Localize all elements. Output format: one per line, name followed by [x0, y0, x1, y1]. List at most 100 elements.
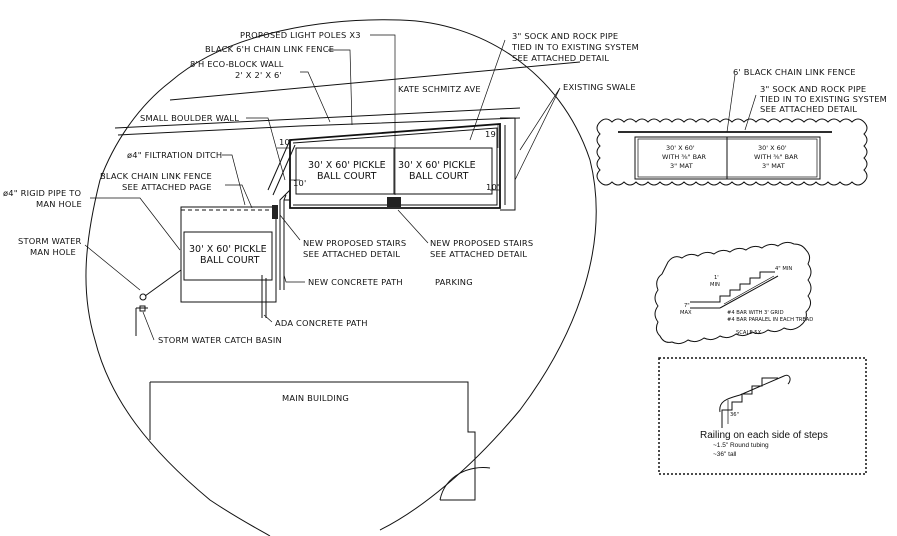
dim-10-top: 10' — [279, 137, 292, 147]
court-c-line-1: 30' X 60' PICKLE — [189, 244, 267, 255]
leader-storm-mh — [84, 244, 141, 291]
detail-fence-cloud — [596, 118, 868, 186]
label-stairs-left-1: NEW PROPOSED STAIRS — [303, 238, 406, 248]
label-light-poles: PROPOSED LIGHT POLES X3 — [240, 30, 361, 40]
label-sock-rock-1: 3" SOCK AND ROCK PIPE — [512, 31, 618, 41]
dim-10-left: 10' — [293, 178, 306, 188]
leader-concrete-path — [283, 274, 305, 283]
label-parking: PARKING — [435, 277, 473, 287]
detail-railing-frame — [658, 357, 867, 475]
detail-leader-sock — [744, 94, 757, 131]
detail-railing-rail — [719, 374, 791, 413]
court-c-outline — [180, 206, 277, 303]
detail-stairs-cloud — [654, 241, 812, 345]
detail-slab-1-c: 3" MAT — [670, 162, 693, 170]
detail-max-7-b: MAX — [680, 310, 692, 316]
detail-slab-1-a: 30' X 60' — [666, 144, 695, 152]
existing-swale-shape — [500, 117, 516, 211]
street-line-upper — [169, 61, 581, 101]
label-chain-fence-1: BLACK CHAIN LINK FENCE — [100, 171, 212, 181]
court-b-line-1: 30' X 60' PICKLE — [398, 160, 476, 171]
stairs-right-marker — [387, 197, 401, 207]
label-stairs-right-1: NEW PROPOSED STAIRS — [430, 238, 533, 248]
dim-10-right: 10' — [486, 182, 499, 192]
label-eco-block-1: 8'H ECO-BLOCK WALL — [190, 59, 284, 69]
label-sock-rock-3: SEE ATTACHED DETAIL — [512, 53, 609, 63]
detail-stairs-slab — [690, 275, 779, 309]
label-eco-block-2: 2' X 2' X 6' — [235, 70, 282, 80]
label-storm-manhole-1: STORM WATER — [18, 236, 82, 246]
small-boulder-wall — [117, 117, 521, 136]
leader-black-fence — [328, 49, 353, 126]
rigid-pipe-line — [144, 269, 182, 297]
court-a-line-1: 30' X 60' PICKLE — [308, 160, 386, 171]
label-rigid-pipe-2: MAN HOLE — [36, 199, 82, 209]
label-small-boulder-wall: SMALL BOULDER WALL — [140, 113, 239, 123]
storm-manhole-symbol — [139, 293, 147, 301]
detail-railing-note-1: ~1.5" Round tubing — [713, 442, 769, 449]
detail-railing-title: Railing on each side of steps — [700, 430, 828, 441]
detail-min-1-a: 1' — [714, 275, 719, 281]
court-c — [183, 231, 273, 281]
leader-chain-fence — [225, 184, 253, 209]
leader-eco-block — [300, 71, 331, 123]
detail-railing-steps — [721, 377, 778, 428]
detail-slab-2-b: WITH ⅜" BAR — [754, 153, 799, 161]
label-sock-rock-2: TIED IN TO EXISTING SYSTEM — [511, 42, 639, 52]
detail-stairs-rebar — [723, 275, 775, 305]
leader-rigid-pipe — [90, 197, 181, 251]
label-existing-swale: EXISTING SWALE — [563, 82, 636, 92]
detail-slab-2-c: 3" MAT — [762, 162, 785, 170]
label-ada-path: ADA CONCRETE PATH — [275, 318, 368, 328]
leader-swale — [514, 87, 561, 181]
label-filtration-ditch: ø4" FILTRATION DITCH — [127, 150, 222, 160]
leader-boulder — [246, 117, 286, 181]
detail-railing-height: 36" — [730, 412, 739, 418]
label-black-fence-6h: BLACK 6'H CHAIN LINK FENCE — [205, 44, 334, 54]
stairs-left-marker — [272, 205, 278, 219]
leader-catch-basin — [142, 311, 155, 341]
detail-min-1-b: MIN — [710, 282, 720, 288]
label-rigid-pipe-1: ø4" RIGID PIPE TO — [3, 188, 82, 198]
catch-basin-line — [135, 307, 148, 336]
detail-max-7-a: 7" — [684, 303, 690, 309]
detail-sock-2: TIED IN TO EXISTING SYSTEM — [759, 94, 887, 104]
leader-sock-rock — [469, 39, 506, 141]
leader-stairs-left — [279, 214, 301, 241]
leader-ditch — [222, 154, 246, 206]
plan-boundary-circle — [85, 19, 597, 536]
detail-slab-2-a: 30' X 60' — [758, 144, 787, 152]
walkway — [279, 189, 291, 290]
court-area-outline — [289, 123, 501, 209]
label-chain-fence-2: SEE ATTACHED PAGE — [122, 182, 212, 192]
court-b-line-2: BALL COURT — [409, 171, 469, 182]
label-concrete-path: NEW CONCRETE PATH — [308, 277, 403, 287]
detail-sock-1: 3" SOCK AND ROCK PIPE — [760, 84, 866, 94]
detail-sock-3: SEE ATTACHED DETAIL — [760, 104, 857, 114]
street-name: KATE SCHMITZ AVE — [398, 84, 481, 94]
leader-light-poles — [370, 34, 396, 195]
building-curve — [439, 466, 491, 501]
main-building-outline — [149, 381, 476, 501]
street-line-lower — [114, 107, 521, 129]
detail-slab-1-b: WITH ⅜" BAR — [662, 153, 707, 161]
detail-bar-2: #4 BAR PARALEL IN EACH TREAD — [727, 317, 813, 323]
ada-path — [261, 275, 267, 318]
catch-basin-symbol — [139, 305, 146, 312]
label-stairs-right-2: SEE ATTACHED DETAIL — [430, 249, 527, 259]
detail-fence-label: 6' BLACK CHAIN LINK FENCE — [733, 67, 856, 77]
court-c-line-2: BALL COURT — [200, 255, 260, 266]
leader-stairs-right — [397, 209, 429, 244]
dim-19: 19' — [485, 129, 498, 139]
label-main-building: MAIN BUILDING — [282, 393, 349, 403]
detail-leader-fence — [726, 74, 736, 133]
label-storm-manhole-2: MAN HOLE — [30, 247, 76, 257]
detail-railing-note-2: ~36" tall — [713, 451, 737, 458]
detail-bar-1: #4 BAR WITH 3' GRID — [727, 310, 784, 316]
detail-min-4: 4" MIN — [775, 266, 792, 272]
detail-scale: SCALE 5X — [736, 330, 762, 336]
label-catch-basin: STORM WATER CATCH BASIN — [158, 335, 282, 345]
label-stairs-left-2: SEE ATTACHED DETAIL — [303, 249, 400, 259]
